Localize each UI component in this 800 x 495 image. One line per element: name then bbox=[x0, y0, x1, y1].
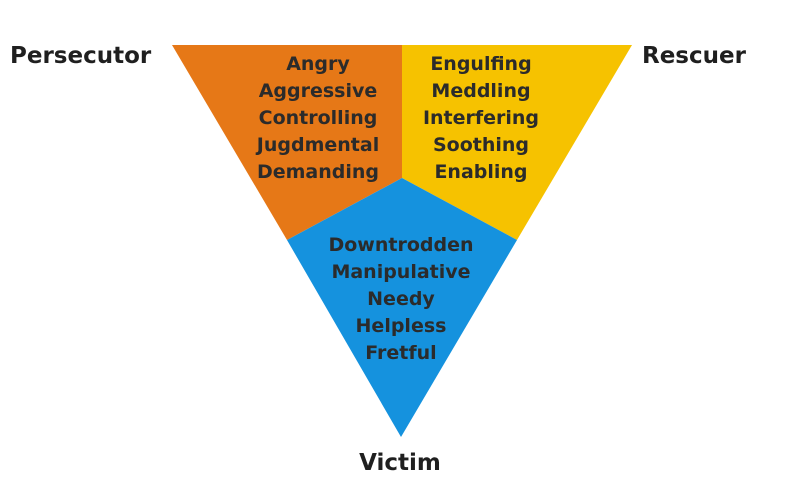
rescuer-trait: Soothing bbox=[433, 134, 529, 156]
victim-label: Victim bbox=[359, 450, 441, 476]
persecutor-traits: Angry Aggressive Controlling Jugdmental … bbox=[255, 53, 379, 183]
victim-trait: Downtrodden bbox=[328, 234, 473, 256]
persecutor-trait: Controlling bbox=[259, 107, 378, 129]
persecutor-trait: Jugdmental bbox=[255, 134, 379, 156]
persecutor-label: Persecutor bbox=[10, 43, 152, 69]
rescuer-trait: Interfering bbox=[423, 107, 539, 129]
persecutor-trait: Angry bbox=[286, 53, 350, 75]
rescuer-trait: Enabling bbox=[434, 161, 527, 183]
victim-trait: Needy bbox=[367, 288, 435, 310]
victim-trait: Fretful bbox=[365, 342, 436, 364]
rescuer-label: Rescuer bbox=[642, 43, 747, 69]
rescuer-trait: Meddling bbox=[431, 80, 530, 102]
victim-trait: Manipulative bbox=[331, 261, 470, 283]
rescuer-region bbox=[402, 45, 632, 240]
rescuer-trait: Engulfing bbox=[430, 53, 531, 75]
persecutor-trait: Aggressive bbox=[259, 80, 378, 102]
victim-trait: Helpless bbox=[356, 315, 447, 337]
persecutor-trait: Demanding bbox=[257, 161, 379, 183]
victim-traits: Downtrodden Manipulative Needy Helpless … bbox=[328, 234, 473, 364]
persecutor-region bbox=[172, 45, 402, 240]
rescuer-traits: Engulfing Meddling Interfering Soothing … bbox=[423, 53, 539, 183]
victim-region bbox=[287, 178, 517, 437]
